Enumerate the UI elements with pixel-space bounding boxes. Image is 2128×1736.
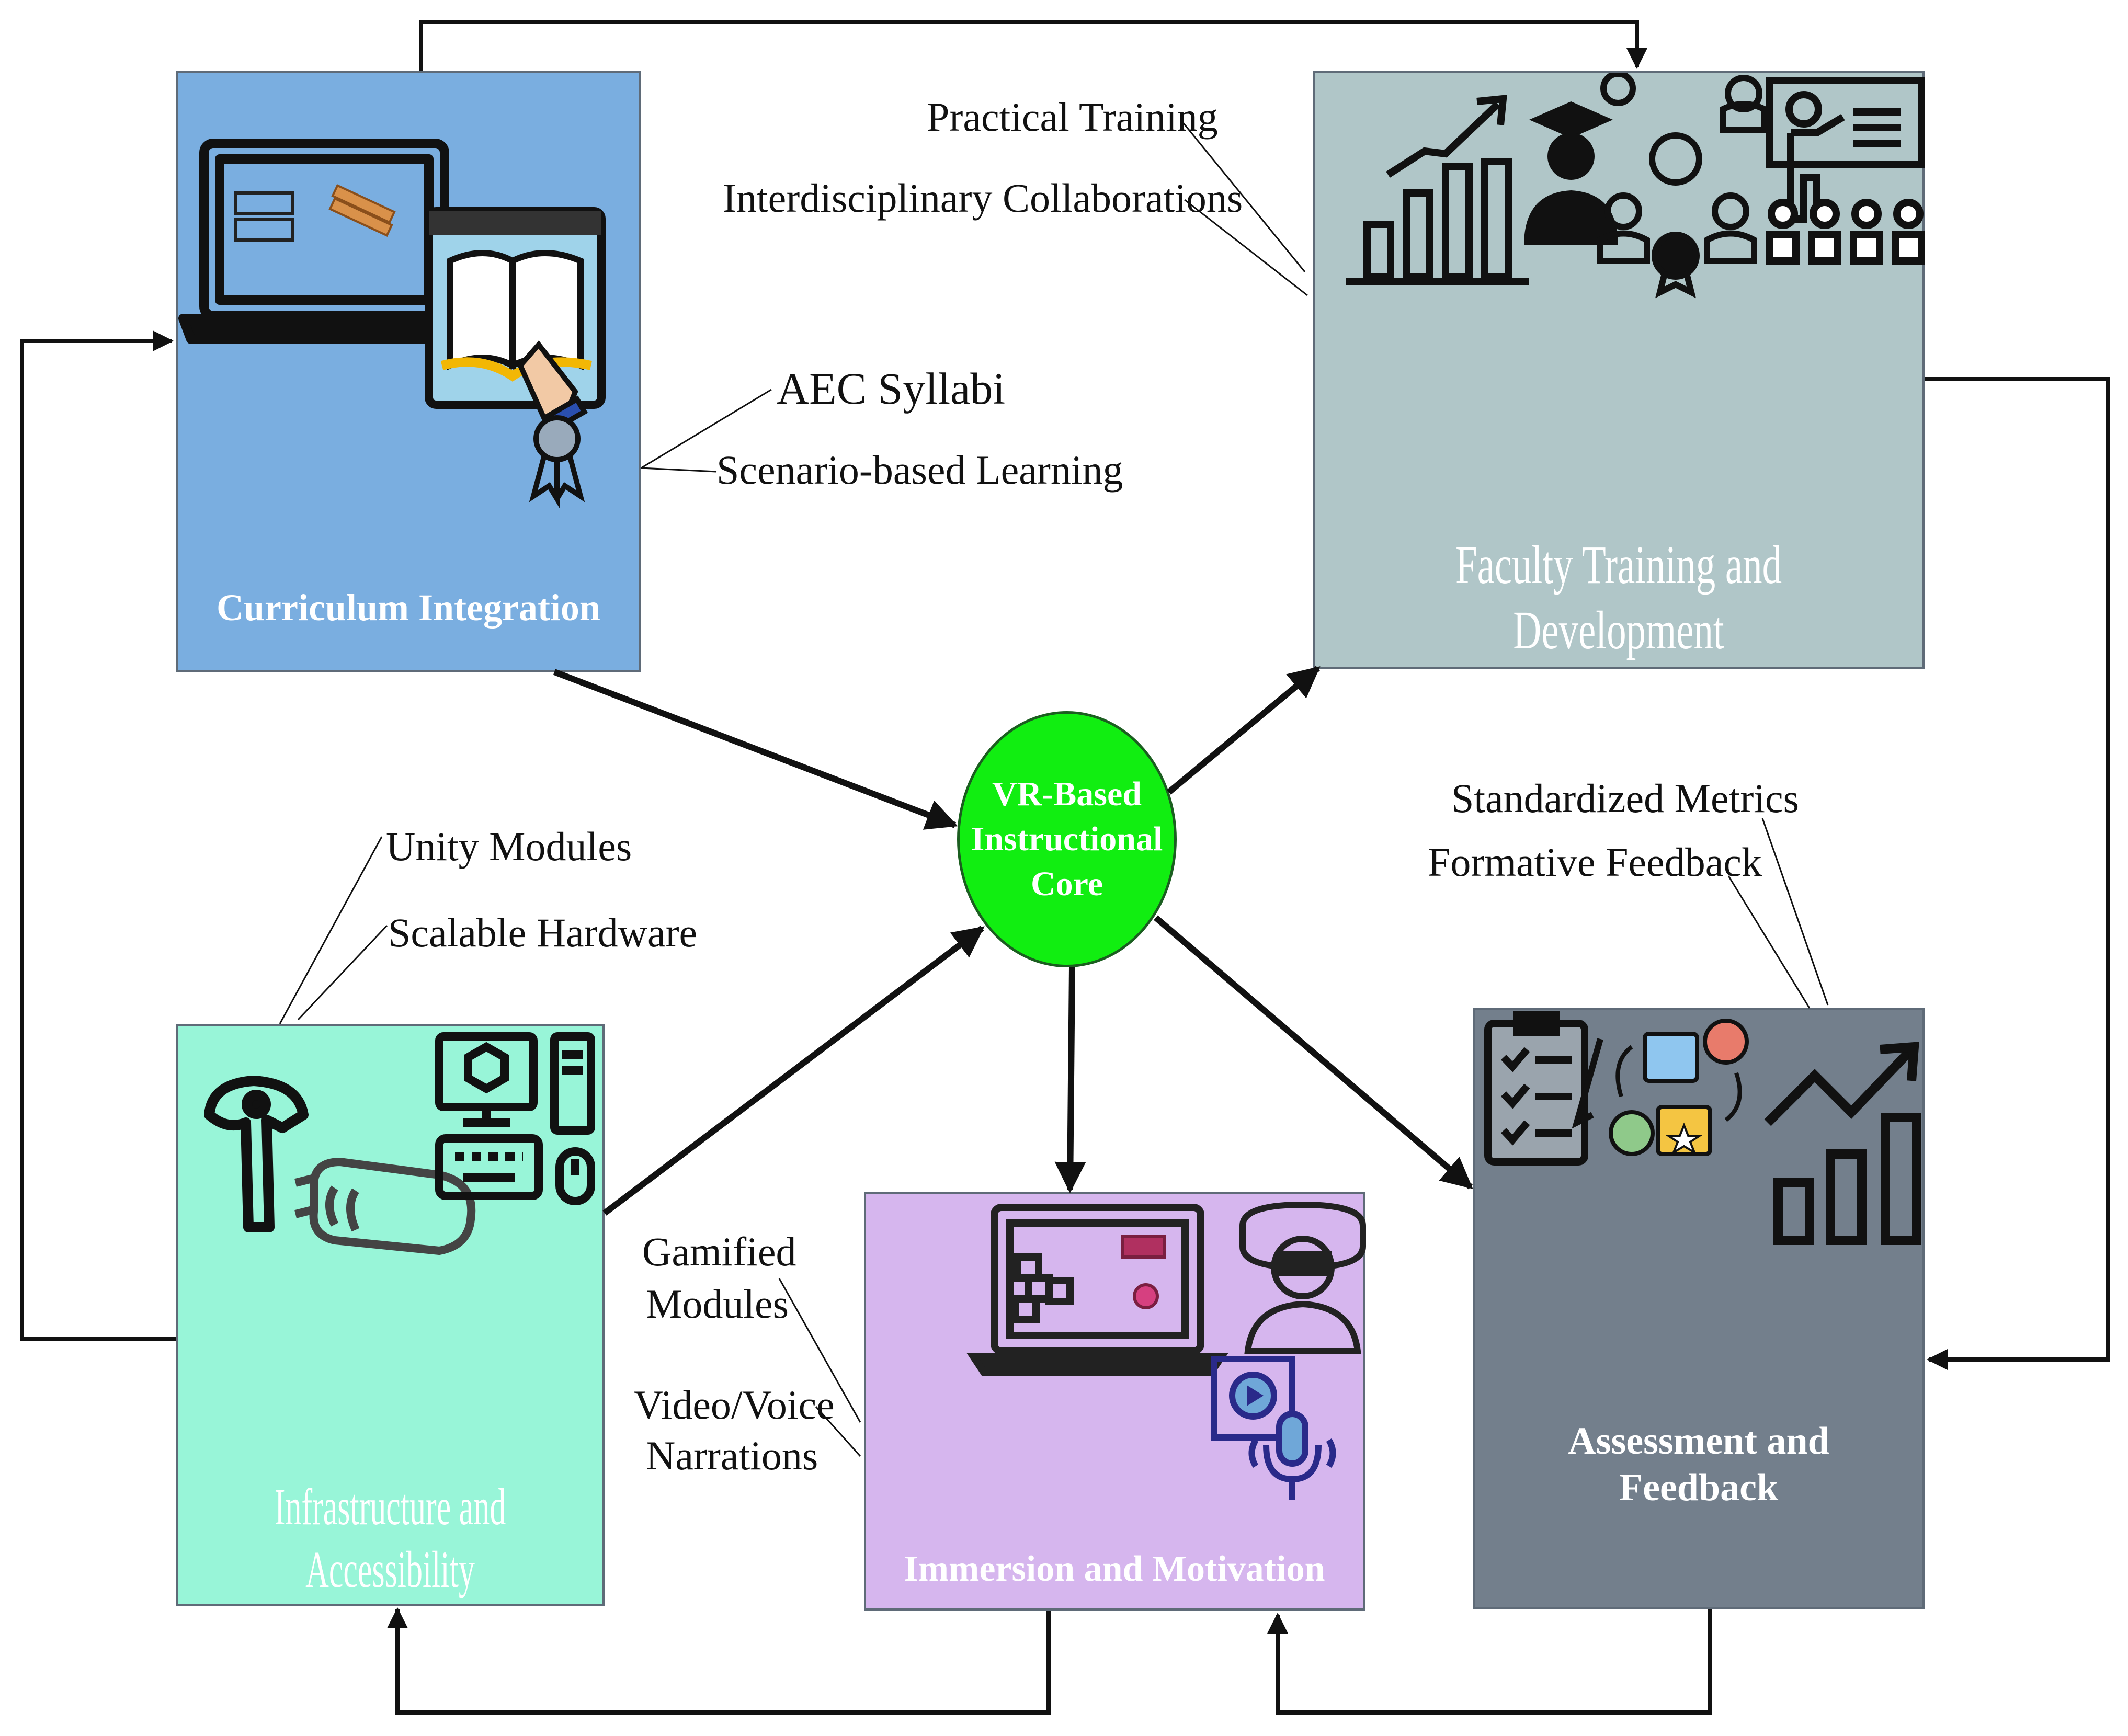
faculty-training-title: Faculty Training and Development [1455,535,1782,660]
callout-formative-feedback [1727,875,1811,1009]
faculty-icons [1346,73,1925,299]
label-narrations-1: Video/Voice [634,1382,835,1427]
label-narrations-2: Narrations [646,1433,818,1478]
core-line-1: VR-Based [992,775,1142,814]
curriculum-integration-title: Curriculum Integration [217,587,600,629]
mouse-icon [555,1147,595,1205]
checklist-icon [1484,1011,1603,1166]
label-formative-feedback: Formative Feedback [1428,839,1762,885]
arrow-curriculum-to-core [553,669,958,830]
callout-scenario [641,467,717,473]
award-ribbon-icon [529,415,585,509]
growth-chart-icon [1346,95,1529,285]
open-book-icon [425,207,606,409]
label-interdisciplinary: Interdisciplinary Collaborations [723,175,1243,221]
core-line-3: Core [1030,864,1103,903]
label-unity-modules: Unity Modules [386,824,632,869]
vr-controller-icon [204,1076,309,1232]
outer-loop-left [20,330,176,1341]
callout-unity-modules [279,836,383,1024]
label-scenario-learning: Scenario-based Learning [716,447,1123,493]
label-practical-training: Practical Training [927,94,1218,140]
graduate-icon [1524,101,1618,245]
arrow-core-to-immersion [1054,967,1086,1193]
immersion-icons [966,1201,1366,1500]
immersion-title: Immersion and Motivation [904,1549,1325,1589]
keyboard-icon [435,1134,543,1200]
laptop-game-icon [966,1204,1229,1376]
label-scalable-hardware: Scalable Hardware [388,910,698,955]
assessment-title-line-1: Assessment and [1568,1420,1829,1463]
vr-user-icon [1239,1201,1366,1354]
label-gamified-2: Modules [646,1281,789,1327]
assessment-box: Assessment and Feedback [1473,1008,1925,1609]
blueprint-icon [234,191,294,242]
outer-loop-top [419,20,1647,71]
lumber-icon [328,184,396,237]
video-play-icon [1211,1356,1295,1441]
desktop-computer-icon [435,1032,595,1135]
infrastructure-title: Infrastructure and Accessibility [274,1478,506,1598]
assessment-title-line-2: Feedback [1619,1466,1779,1509]
vr-instructional-core: VR-Based Instructional Core [957,711,1177,967]
faculty-training-box: Faculty Training and Development [1313,71,1925,669]
outer-loop-right [1925,377,2110,1370]
arrow-infrastructure-to-core [602,926,985,1216]
core-line-2: Instructional [971,820,1163,859]
vr-headset-icon [294,1157,476,1255]
teacher-presentation-icon [1766,77,1925,265]
team-network-icon [1597,73,1768,299]
assessment-title: Assessment and Feedback [1475,1418,1922,1511]
label-aec-syllabi: AEC Syllabi [777,363,1006,414]
infrastructure-icons [204,1032,595,1255]
microphone-icon [1248,1411,1336,1500]
assessment-icons [1484,1011,1921,1245]
arrow-core-to-faculty [1167,666,1321,795]
feedback-cycle-icon [1609,1019,1749,1156]
immersion-box: Immersion and Motivation [864,1192,1366,1611]
label-gamified-1: Gamified [642,1229,796,1274]
outer-loop-bottom-right [1267,1609,1712,1715]
trend-chart-icon [1764,1042,1921,1245]
callout-standardized-metrics [1761,818,1829,1006]
curriculum-icons [178,139,606,509]
infrastructure-box: Infrastructure and Accessibility [176,1024,605,1606]
label-standardized-metrics: Standardized Metrics [1451,775,1799,821]
callout-scalable-hardware [297,924,388,1021]
outer-loop-bottom-left [387,1607,1051,1715]
arrow-core-to-assessment [1154,915,1473,1190]
curriculum-integration-box: Curriculum Integration [176,71,641,672]
laptop-icon [178,139,470,344]
